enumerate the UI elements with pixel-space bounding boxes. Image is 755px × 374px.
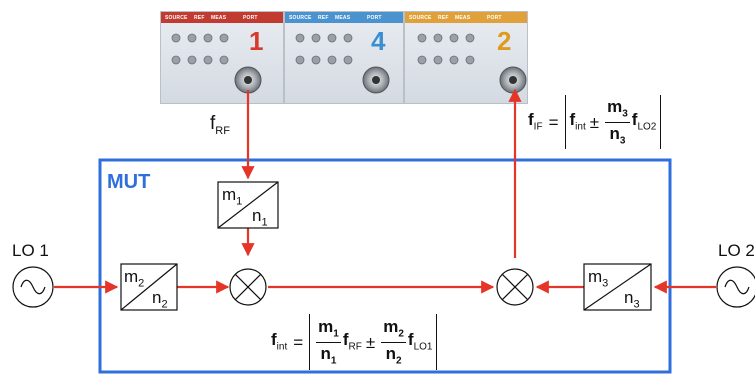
divider2-denominator: n2: [152, 289, 168, 310]
f-if-operator: ±: [590, 114, 599, 131]
m1-n1-fraction: m1 n1: [316, 318, 341, 366]
f-int-abs-bars: m1 n1 fRF ± m2 n2 fLO1: [309, 314, 437, 370]
f-if-abs-bars: fint ± m3 n3 fLO2: [565, 95, 662, 149]
lo1-source-symbol: [13, 267, 53, 307]
panel-switches: [172, 34, 474, 64]
panel-connectors: [235, 67, 526, 93]
lo2-label: LO 2: [718, 241, 755, 261]
mixer1-symbol: [230, 269, 266, 305]
f-int-lhs: fint: [271, 331, 287, 352]
divider3-denominator: n3: [624, 289, 640, 310]
f-int-term: fint: [570, 111, 586, 132]
m2-n2-fraction: m2 n2: [381, 318, 406, 366]
divider3-numerator: m3: [588, 268, 608, 289]
mixer2-symbol: [497, 269, 533, 305]
f-lo1-term: fLO1: [408, 331, 433, 352]
divider1-numerator: m1: [222, 186, 242, 207]
f-int-operator: ±: [366, 334, 375, 351]
f-rf-label: fRF: [210, 114, 230, 137]
m3-n3-fraction: m3 n3: [605, 98, 630, 146]
f-if-term: fIF: [528, 111, 543, 132]
mut-label: MUT: [107, 171, 150, 194]
f-if-equation: fIF = fint ± m3 n3 fLO2: [528, 94, 661, 150]
divider2-numerator: m2: [124, 268, 144, 289]
lo2-source-symbol: [717, 267, 755, 307]
f-if-equals: =: [549, 114, 559, 131]
f-int-equals: =: [293, 334, 303, 351]
f-rf-term: fRF: [343, 331, 362, 352]
f-int-equation: fint = m1 n1 fRF ± m2 n2 fLO1: [271, 314, 437, 370]
f-lo2-term: fLO2: [632, 111, 657, 132]
divider1-denominator: n1: [252, 207, 268, 228]
lo1-label: LO 1: [12, 241, 49, 261]
